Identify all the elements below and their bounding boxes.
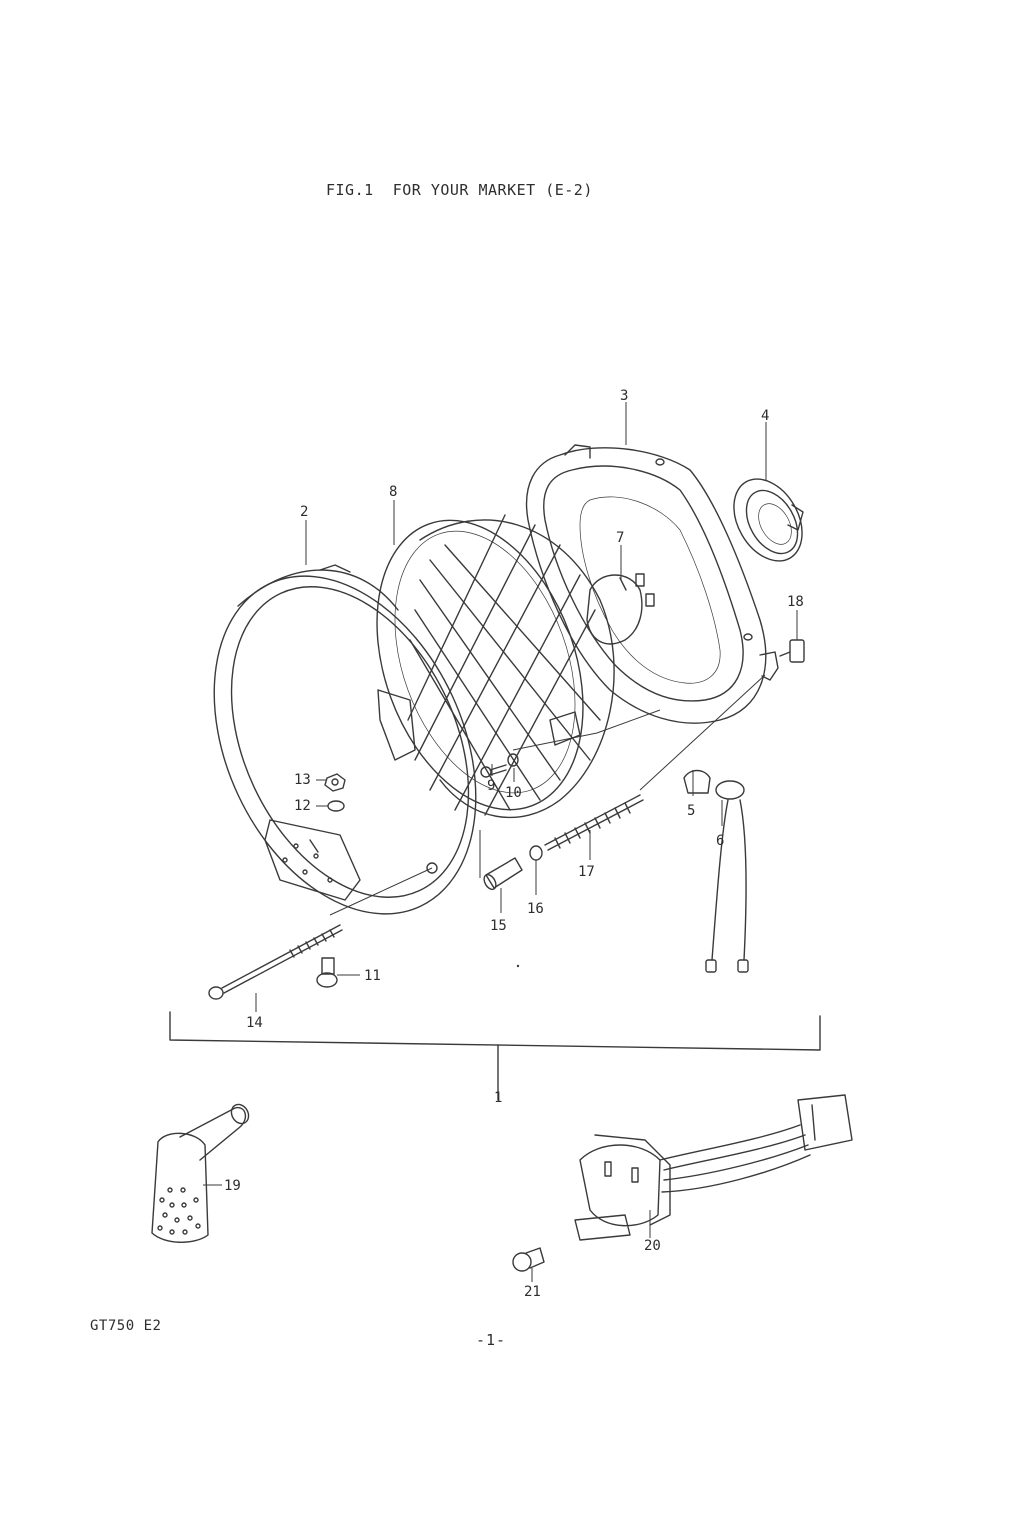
- collar: [483, 857, 523, 891]
- model-code: GT750 E2: [90, 1318, 162, 1334]
- callout-10: 10: [505, 785, 522, 801]
- lock-washer: [327, 800, 345, 812]
- nut: [324, 773, 346, 792]
- clip: [779, 639, 805, 663]
- callout-21: 21: [524, 1284, 541, 1300]
- spring: [544, 794, 644, 851]
- grommet: [733, 478, 804, 562]
- long-screw: [208, 924, 343, 1000]
- washer: [529, 845, 543, 861]
- headlamp-bulb: [586, 573, 655, 645]
- headlamp-housing: [525, 444, 779, 724]
- figure-title: FIG.1 FOR YOUR MARKET (E-2): [326, 181, 593, 199]
- pilot-bulb: [512, 1247, 545, 1272]
- callout-20: 20: [644, 1238, 661, 1254]
- callout-17: 17: [578, 864, 595, 880]
- bolt: [316, 957, 338, 988]
- callout-15: 15: [490, 918, 507, 934]
- headlamp-socket-harness: [574, 1094, 853, 1241]
- sealed-beam-unit: [376, 514, 615, 819]
- callout-6: 6: [716, 833, 724, 849]
- callout-14: 14: [246, 1015, 263, 1031]
- assembly-bracket: [169, 1011, 821, 1101]
- page-number: -1-: [476, 1331, 507, 1349]
- callout-9: 9: [487, 778, 495, 794]
- callout-16: 16: [527, 901, 544, 917]
- adjusting-washer: [507, 753, 519, 767]
- rubber-boot: [151, 1103, 250, 1243]
- callout-7: 7: [616, 530, 624, 546]
- callout-8: 8: [389, 484, 397, 500]
- callout-5: 5: [687, 803, 695, 819]
- headlamp-rim: [213, 564, 477, 915]
- callout-13: 13: [294, 772, 311, 788]
- position-lamp-socket: [705, 780, 749, 973]
- callout-11: 11: [364, 968, 381, 984]
- callout-18: 18: [787, 594, 804, 610]
- callout-numbers: 3 4 8 2 7 18 13 12 9 10 5 6 17 16 15 11 …: [224, 388, 804, 1300]
- adjusting-screw: [480, 764, 507, 778]
- callout-2: 2: [300, 504, 308, 520]
- callout-1: 1: [494, 1090, 502, 1106]
- callout-12: 12: [294, 798, 311, 814]
- callout-3: 3: [620, 388, 628, 404]
- callout-4: 4: [761, 408, 769, 424]
- position-lamp-bulb: [683, 769, 711, 794]
- leader-lines: [203, 402, 798, 1282]
- callout-19: 19: [224, 1178, 241, 1194]
